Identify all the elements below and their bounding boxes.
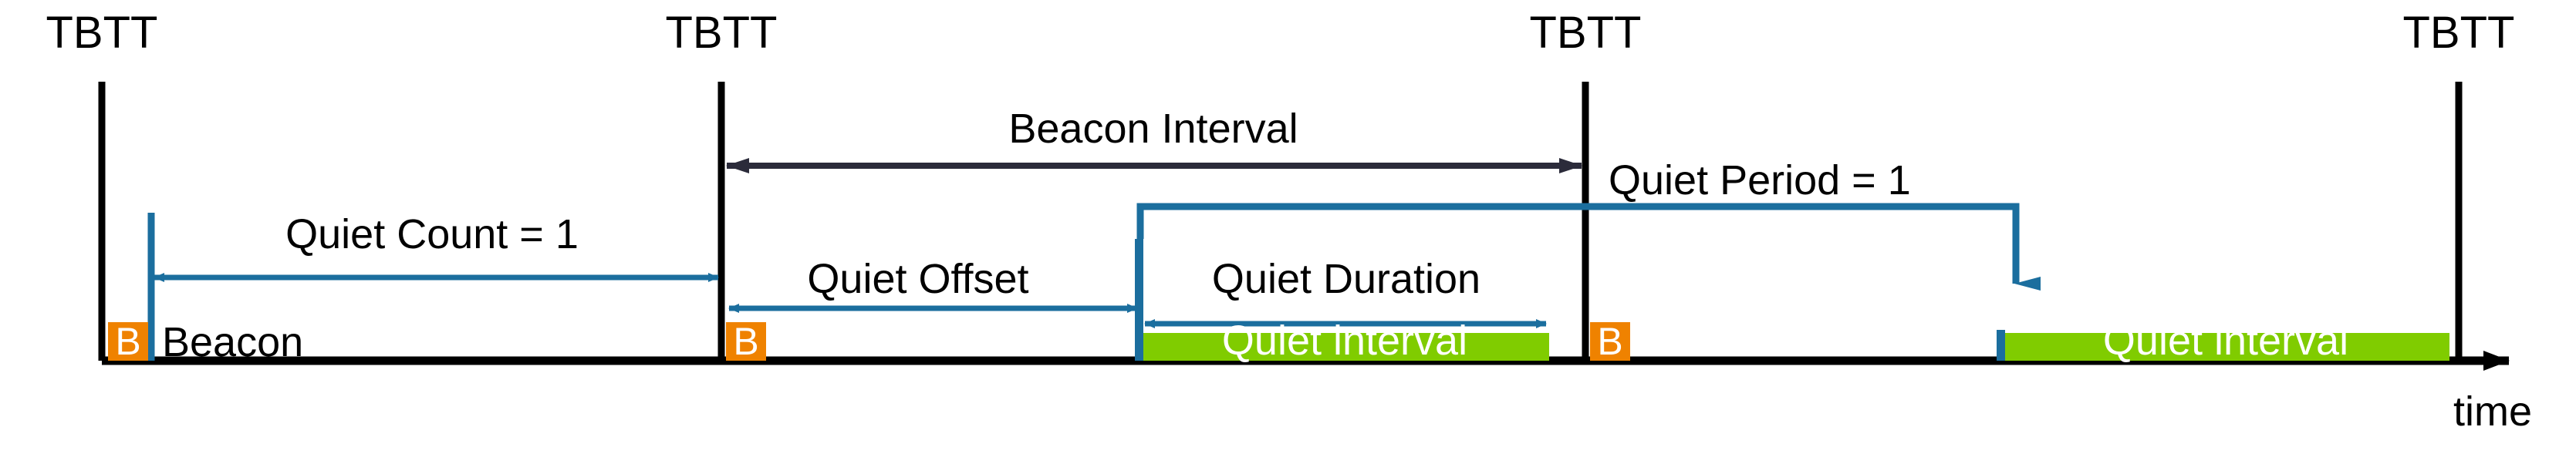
quiet-duration-measure: Quiet Duration — [1144, 256, 1547, 328]
beacon-block-2: B — [726, 320, 766, 363]
beacon-block-3: B — [1590, 320, 1630, 363]
beacon-rect-1 — [108, 322, 148, 361]
quiet-interval-block-1: Quiet interval — [1135, 239, 1549, 364]
quiet-period-elbow-arrow — [1136, 203, 2041, 291]
beacon-letter-3: B — [1597, 320, 1622, 363]
quiet-interval-rect-2 — [2002, 333, 2449, 361]
beacon-letter-2: B — [733, 320, 758, 363]
beacon-block-1: B — [108, 320, 148, 363]
tbtt-marker-4: TBTT — [2403, 8, 2515, 361]
time-axis-label: time — [2453, 388, 2532, 435]
tbtt-marker-3: TBTT — [1530, 8, 1642, 361]
quiet-count-measure: Quiet Count = 1 — [147, 211, 719, 361]
tbtt-label-4: TBTT — [2403, 8, 2515, 58]
beacon-letter-1: B — [115, 320, 140, 363]
quiet-period-label: Quiet Period = 1 — [1609, 157, 1911, 203]
quiet-interval-left-edge-1 — [1135, 239, 1143, 361]
quiet-duration-label: Quiet Duration — [1212, 256, 1480, 302]
beacon-rect-2 — [726, 322, 766, 361]
quiet-interval-label-1: Quiet interval — [1222, 318, 1467, 364]
quiet-period-measure: Quiet Period = 1 — [1136, 157, 2041, 291]
tbtt-label-1: TBTT — [46, 8, 158, 58]
tbtt-marker-2: TBTT — [666, 8, 778, 361]
beacon-interval-measure: Beacon Interval — [726, 106, 1582, 173]
beacon-interval-label: Beacon Interval — [1008, 106, 1298, 152]
quiet-interval-block-2: Quiet interval — [1997, 318, 2449, 364]
quiet-offset-label: Quiet Offset — [807, 256, 1028, 302]
tbtt-marker-1: TBTT — [46, 8, 158, 361]
tbtt-label-2: TBTT — [666, 8, 778, 58]
quiet-offset-measure: Quiet Offset — [728, 256, 1138, 313]
quiet-interval-label-2: Quiet interval — [2103, 318, 2348, 364]
beacon-frame-label: Beacon — [162, 319, 303, 365]
tbtt-label-3: TBTT — [1530, 8, 1642, 58]
quiet-count-label: Quiet Count = 1 — [285, 211, 579, 257]
beacon-rect-3 — [1590, 322, 1630, 361]
quiet-interval-rect-1 — [1140, 333, 1549, 361]
time-axis: time — [102, 351, 2532, 435]
quiet-interval-left-edge-2 — [1997, 330, 2005, 361]
